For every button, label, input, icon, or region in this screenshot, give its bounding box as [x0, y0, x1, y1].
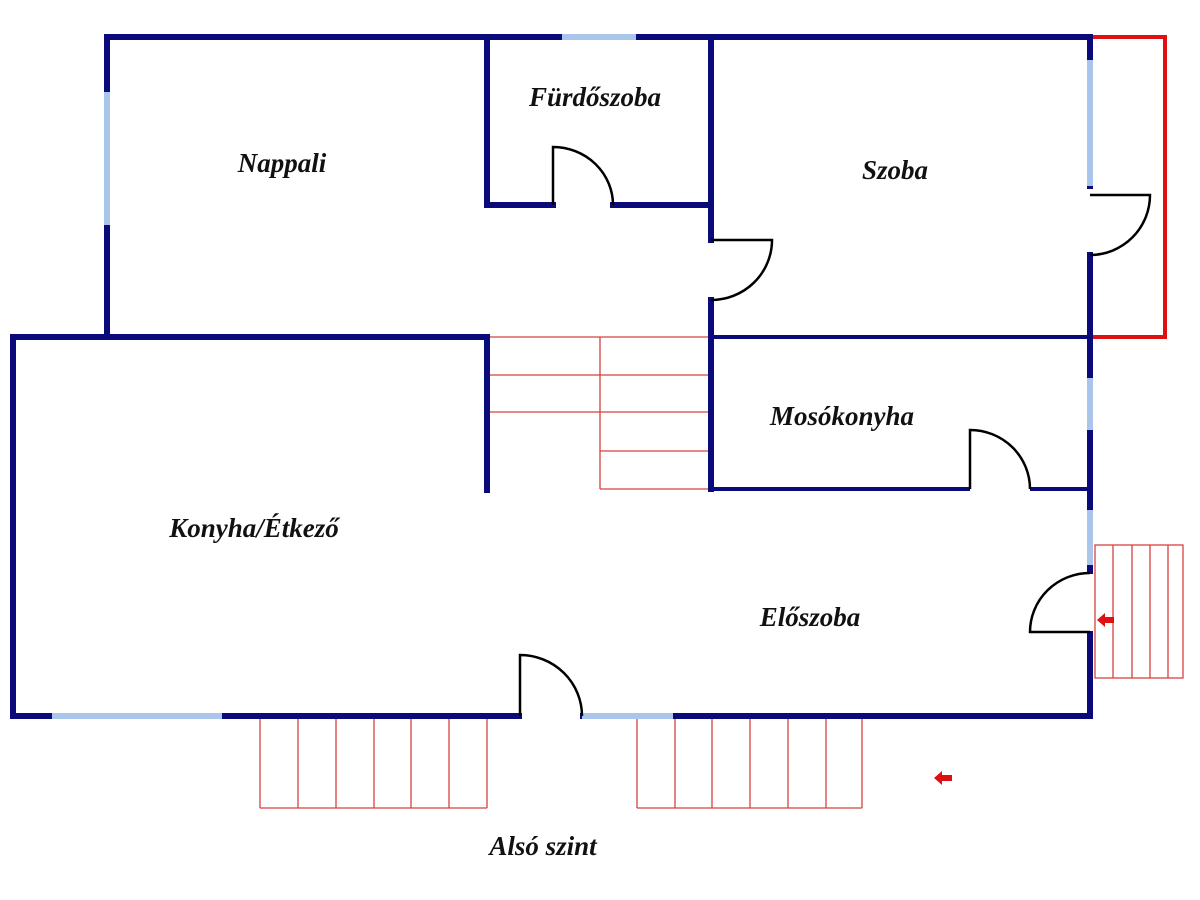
room-label-nappali: Nappali [237, 148, 327, 178]
entrance-stairs [1094, 544, 1184, 679]
doors [518, 145, 1152, 717]
entrance-arrow-icon [934, 771, 952, 785]
walls [10, 34, 1093, 719]
room-label-konyha: Konyha/Étkező [168, 513, 340, 543]
entrance-arrow-icon [1097, 613, 1114, 627]
balcony-outline [1090, 35, 1167, 339]
room-label-szoba: Szoba [862, 155, 928, 185]
room-label-eloszoba: Előszoba [759, 602, 861, 632]
room-label-furdoszoba: Fürdőszoba [528, 82, 661, 112]
room-label-mosokonyha: Mosókonyha [769, 401, 914, 431]
inner-stairs [487, 336, 711, 490]
level-label: Alsó szint [487, 831, 598, 861]
bottom-stairs [259, 716, 863, 809]
windows [52, 34, 1094, 720]
